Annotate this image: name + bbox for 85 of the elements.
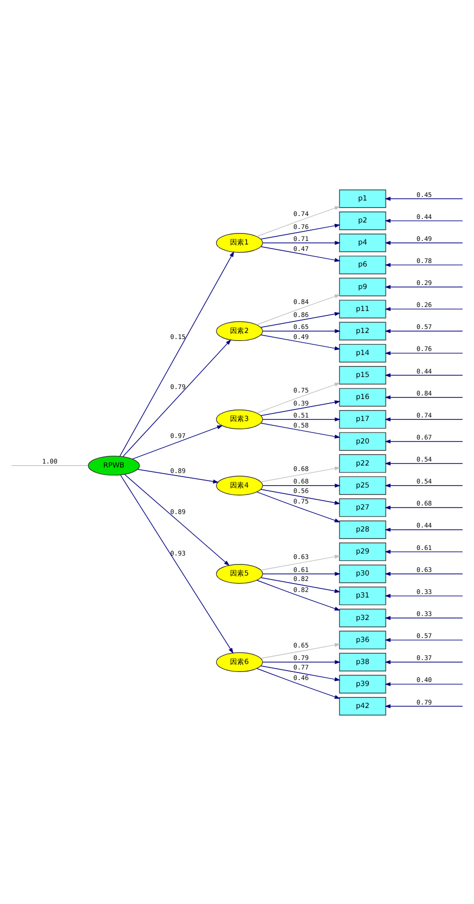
node-box: p17 xyxy=(339,410,386,428)
node-box: p32 xyxy=(339,608,386,627)
arrow xyxy=(384,306,463,311)
arrow xyxy=(384,196,463,200)
node-box: p4 xyxy=(339,233,386,252)
arrow xyxy=(384,262,463,266)
arrow xyxy=(384,549,463,554)
node-box: p27 xyxy=(339,498,386,516)
connector xyxy=(11,464,88,466)
node-ellipse: 因素4 xyxy=(216,475,263,495)
arrow xyxy=(384,461,463,466)
arrow xyxy=(262,240,340,244)
arrow xyxy=(137,468,219,483)
node-box: p12 xyxy=(339,321,386,340)
arrow xyxy=(384,527,463,532)
arrow xyxy=(260,488,340,504)
arrow xyxy=(120,474,234,654)
arrow xyxy=(384,638,463,642)
node-box: p30 xyxy=(339,564,386,583)
arrow xyxy=(256,206,340,236)
arrow xyxy=(260,422,340,438)
node-box: p11 xyxy=(339,299,386,318)
arrow xyxy=(120,250,234,456)
arrow xyxy=(260,665,340,681)
node-box: p29 xyxy=(339,542,386,561)
node-box: p14 xyxy=(339,343,386,362)
node-box: p25 xyxy=(339,476,386,494)
arrow xyxy=(124,474,230,566)
arrow xyxy=(384,660,463,664)
arrow xyxy=(260,466,340,482)
arrow xyxy=(122,338,232,456)
node-box: p39 xyxy=(339,674,386,693)
arrow xyxy=(256,579,340,610)
arrow xyxy=(384,394,463,399)
arrow xyxy=(256,491,340,522)
node-box: p28 xyxy=(339,520,386,538)
arrow xyxy=(384,483,463,488)
node-box: p38 xyxy=(339,652,386,671)
node-ellipse: RPWB xyxy=(88,455,140,476)
node-box: p16 xyxy=(339,388,386,406)
node-box: p31 xyxy=(339,586,386,605)
arrow xyxy=(384,704,463,708)
arrow xyxy=(384,416,463,421)
node-box: p22 xyxy=(339,454,386,472)
arrow xyxy=(384,505,463,510)
node-ellipse: 因素5 xyxy=(216,564,263,584)
arrow xyxy=(384,616,463,620)
arrow xyxy=(260,312,340,328)
arrow xyxy=(260,554,340,570)
arrow xyxy=(256,382,340,413)
arrow xyxy=(384,372,463,377)
arrow xyxy=(384,593,463,598)
arrow xyxy=(384,218,463,222)
node-ellipse: 因素1 xyxy=(216,232,263,252)
node-box: p15 xyxy=(339,366,386,384)
arrow xyxy=(384,328,463,333)
node-ellipse: 因素2 xyxy=(216,320,263,340)
arrow xyxy=(384,571,463,576)
node-box: p6 xyxy=(339,255,386,274)
node-box: p20 xyxy=(339,432,386,450)
node-ellipse: 因素6 xyxy=(216,652,263,672)
arrow xyxy=(262,483,340,488)
arrow xyxy=(260,576,340,592)
arrow xyxy=(384,350,463,355)
node-box: p9 xyxy=(339,277,386,296)
arrow xyxy=(260,334,340,350)
arrow xyxy=(256,294,340,325)
arrow xyxy=(260,400,340,416)
arrow xyxy=(262,571,340,576)
arrow xyxy=(384,682,463,686)
arrow xyxy=(260,642,340,658)
arrow xyxy=(262,660,340,664)
arrow xyxy=(262,328,340,333)
node-box: p42 xyxy=(339,696,386,715)
node-box: p2 xyxy=(339,211,386,230)
node-box: p36 xyxy=(339,630,386,649)
arrow xyxy=(260,246,340,262)
arrow xyxy=(260,223,340,239)
node-box: p1 xyxy=(339,189,386,208)
arrow xyxy=(262,416,340,421)
arrow xyxy=(256,668,340,698)
arrow xyxy=(132,424,223,459)
arrow xyxy=(384,438,463,443)
arrow xyxy=(384,240,463,244)
arrow xyxy=(384,284,463,288)
